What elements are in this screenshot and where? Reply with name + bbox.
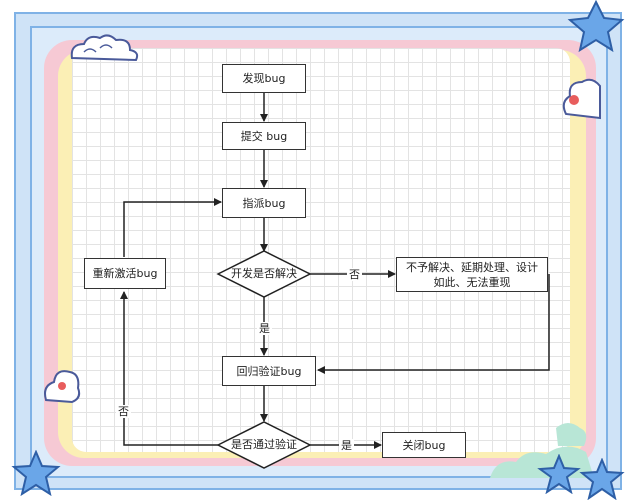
edge-label-verify-no: 否 (116, 405, 131, 418)
verify-decision-label: 是否通过验证 (231, 438, 297, 451)
star-icon (579, 458, 625, 500)
edge-label-resolve-yes: 是 (257, 322, 272, 335)
node-reactivate-bug: 重新激活bug (84, 258, 166, 289)
cloud-icon (562, 78, 601, 120)
node-not-resolved: 不予解决、延期处理、设计如此、无法重现 (396, 257, 548, 292)
cloud-icon (44, 370, 81, 404)
node-find-bug: 发现bug (222, 64, 306, 93)
star-icon (11, 450, 61, 497)
cloud-icon (70, 34, 139, 62)
resolve-decision-label: 开发是否解决 (231, 267, 297, 280)
node-regression-verify: 回归验证bug (222, 356, 316, 386)
grid-paper (72, 48, 570, 452)
star-icon (537, 454, 581, 494)
node-submit-bug: 提交 bug (222, 122, 306, 150)
node-close-bug: 关闭bug (382, 432, 466, 458)
star-icon (567, 0, 625, 53)
edge-label-verify-yes: 是 (339, 439, 354, 452)
node-assign-bug: 指派bug (222, 188, 306, 218)
verify-decision-shape (216, 421, 312, 469)
edge-verify-no (120, 291, 218, 446)
edge-notresolved-regression (317, 274, 550, 374)
resolve-decision-shape (216, 250, 312, 298)
edge-label-resolve-no: 否 (347, 268, 362, 281)
edge-reactivate-assign (123, 198, 222, 257)
